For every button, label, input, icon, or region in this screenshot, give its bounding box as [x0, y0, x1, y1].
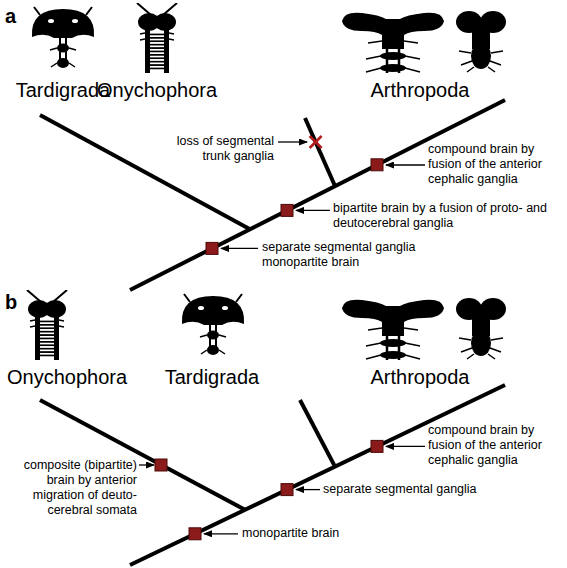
character-note: separate segmental ganglia — [323, 482, 523, 497]
character-note: loss of segmental trunk ganglia — [164, 134, 274, 164]
onychophoran-brain-icon — [137, 3, 177, 73]
arthropod-brain-icon — [342, 300, 444, 360]
character-note: compound brain by fusion of the anterior… — [428, 423, 563, 468]
arthropod-brain-icon — [342, 13, 444, 73]
onychophoran-brain-icon — [27, 290, 67, 360]
character-note: separate segmental ganglia monopartite b… — [262, 240, 434, 270]
loss-cross — [310, 136, 322, 148]
taxon-name: Arthropoda — [355, 365, 485, 389]
taxon-name: Tardigrada — [152, 365, 272, 389]
character-note: bipartite brain by a fusion of proto- an… — [333, 201, 548, 231]
character-note: composite (bipartite) brain by anterior … — [2, 458, 137, 518]
tardigrade-brain-icon — [32, 7, 94, 68]
tree-branches — [40, 100, 505, 290]
tardigrade-brain-icon — [182, 294, 244, 355]
character-note: compound brain by fusion of the anterior… — [428, 142, 563, 187]
taxon-name: Onychophora — [92, 78, 222, 102]
arthropod-brain-icon — [456, 298, 506, 359]
taxon-name: Arthropoda — [355, 78, 485, 102]
panel-letter: b — [5, 290, 25, 314]
character-note: monopartite brain — [242, 526, 402, 541]
taxon-name: Onychophora — [2, 365, 132, 389]
panel-letter: a — [5, 4, 25, 28]
arthropod-brain-icon — [456, 11, 506, 72]
